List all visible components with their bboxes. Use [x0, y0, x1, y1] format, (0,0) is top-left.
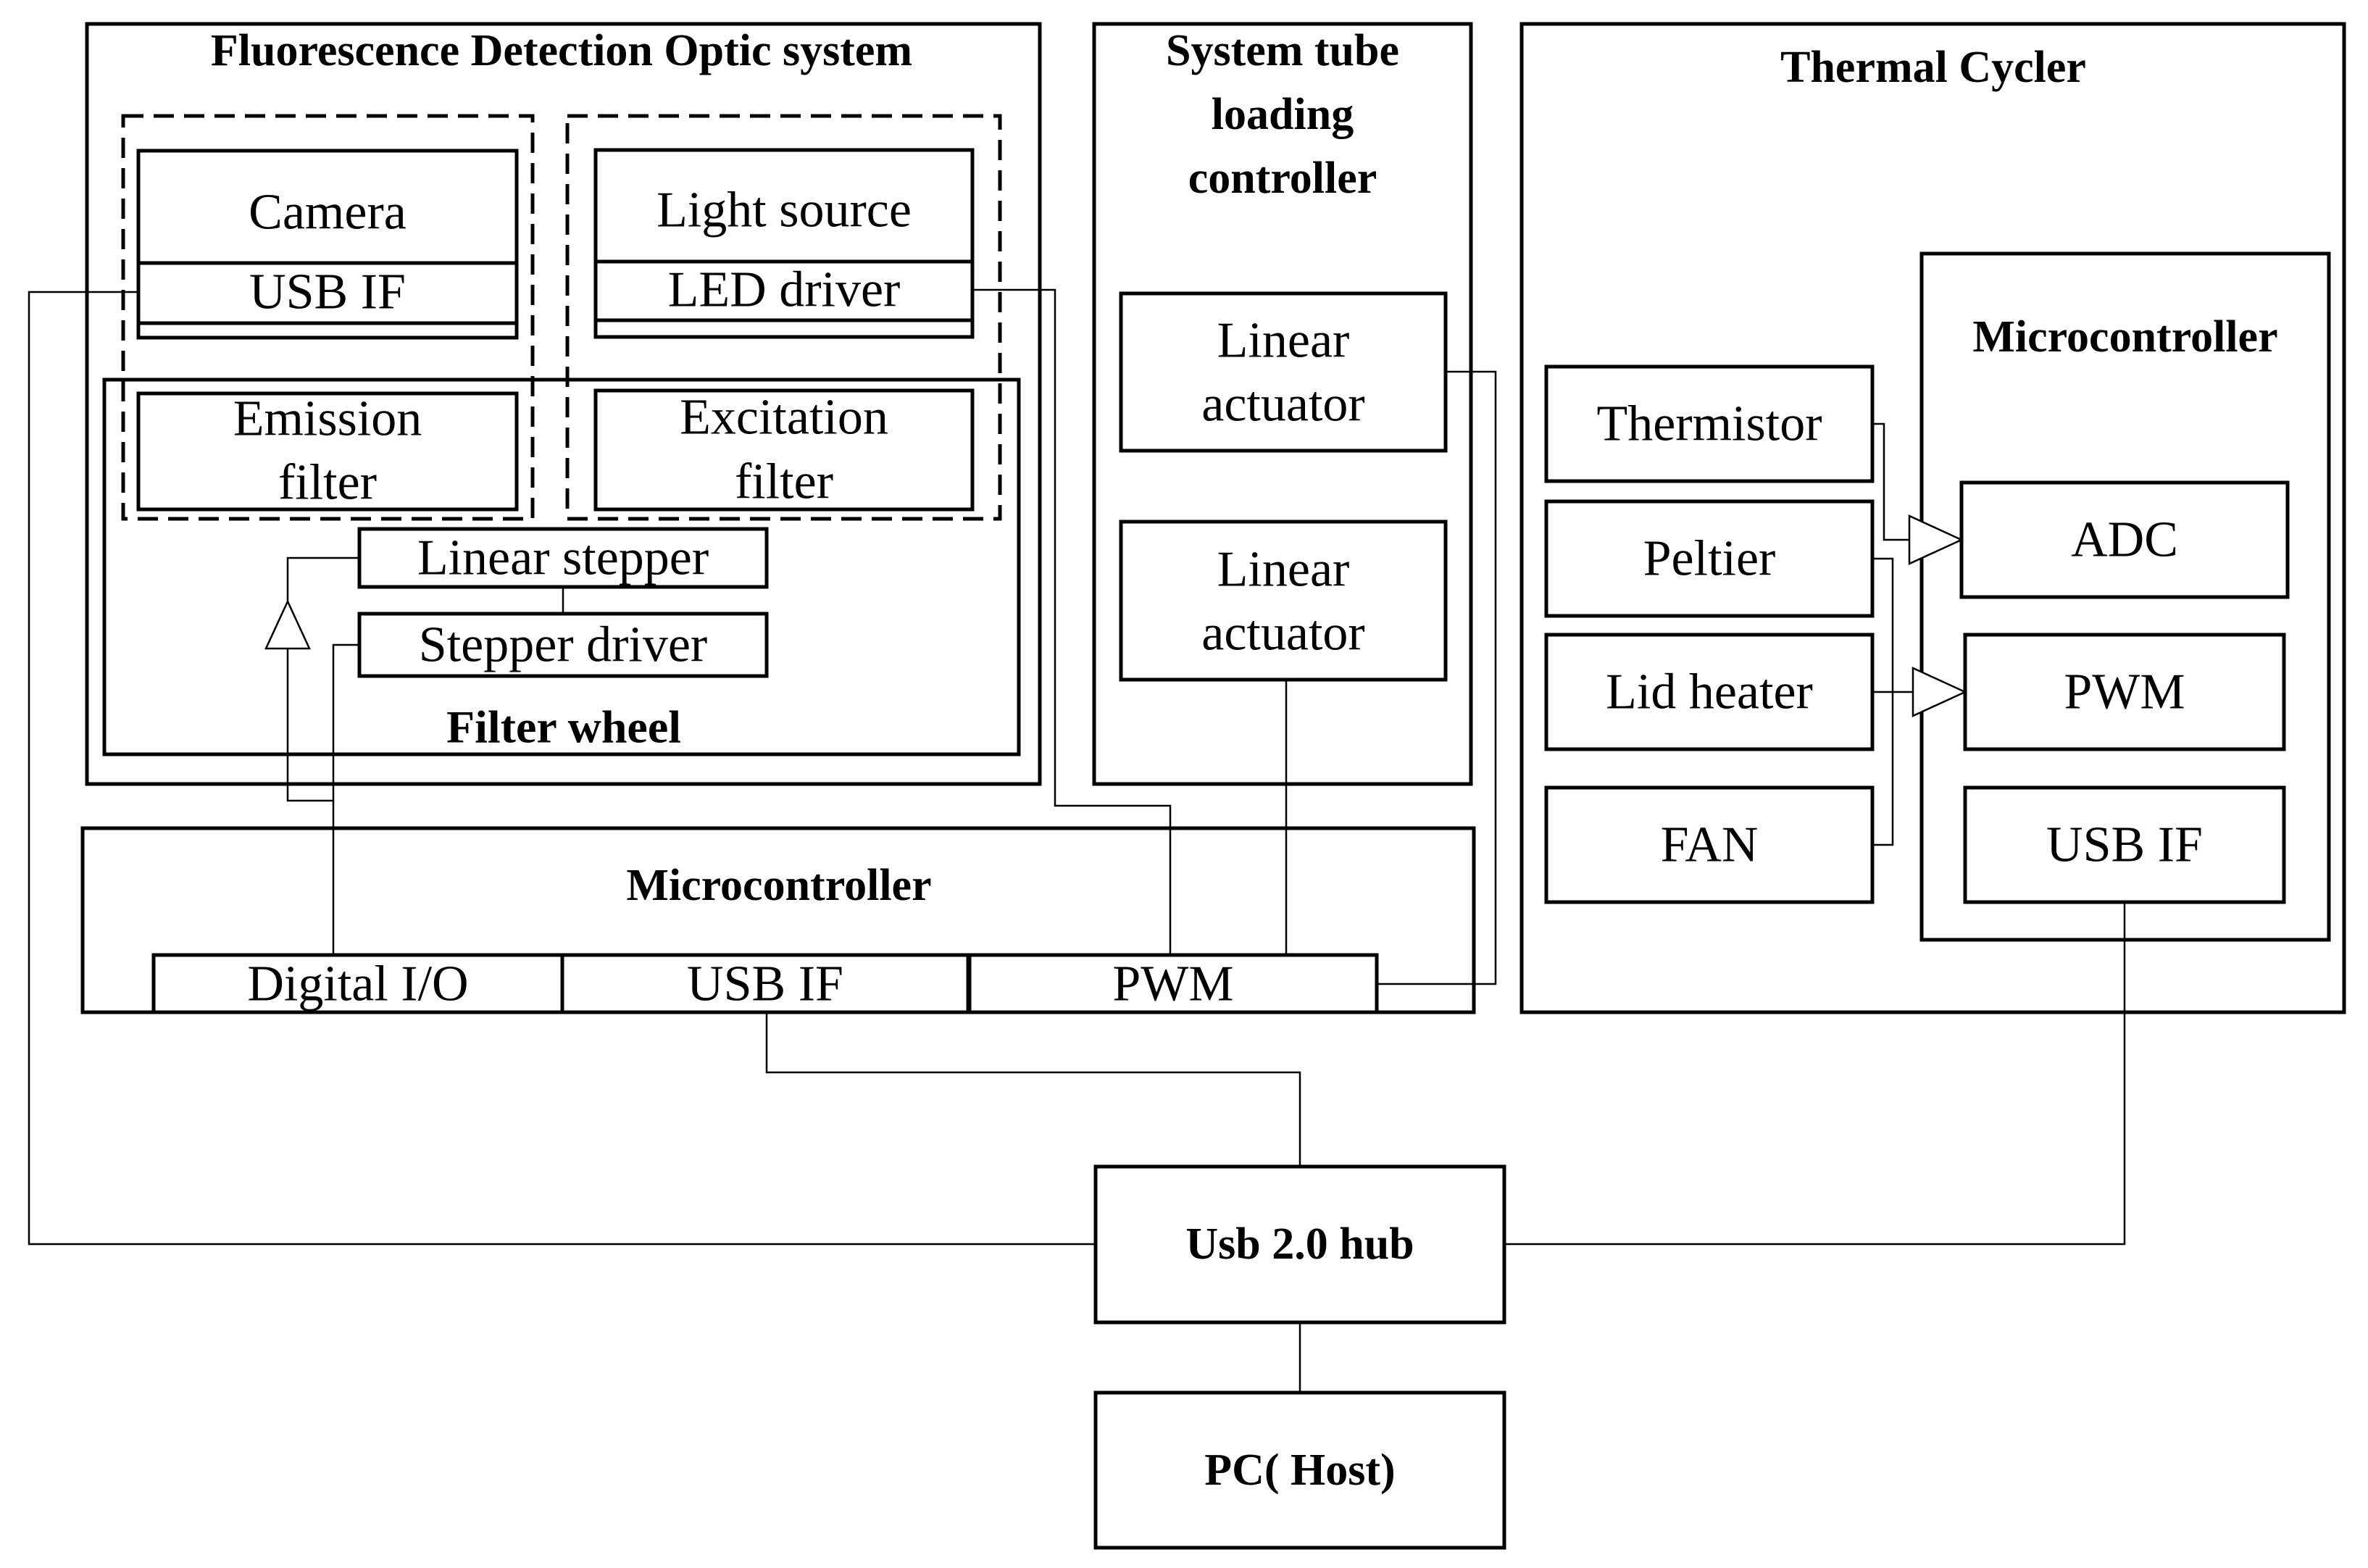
- camera-group-dashed: [121, 114, 535, 521]
- wire-main-usb-to-hub: [765, 1012, 1301, 1167]
- thermal-cycler-title: Thermal Cycler: [1780, 43, 2086, 92]
- tube-loading-controller: System tube loading controller Linear ac…: [1092, 22, 1473, 786]
- wire-digital-io-to-linear-stepper: [286, 649, 333, 802]
- thermistor-label: Thermistor: [1596, 396, 1822, 452]
- pc-host-label: PC( Host): [1204, 1446, 1395, 1495]
- camera-box: [136, 149, 519, 340]
- wire-actuator-1-to-pwm: [1377, 370, 1497, 985]
- tube-loading-title-line-3: controller: [1188, 154, 1377, 203]
- light-source-label: Light source: [656, 183, 912, 238]
- excitation-filter-line-2: filter: [735, 454, 833, 510]
- digital-io-box: [151, 953, 564, 1014]
- wire-linear-stepper-feedback: [286, 556, 359, 607]
- lid-heater-label: Lid heater: [1606, 664, 1813, 720]
- adc-label: ADC: [2071, 512, 2178, 568]
- thermal-usb-if-box: [1963, 785, 2286, 904]
- thermal-microcontroller-title: Microcontroller: [1972, 312, 2277, 362]
- emission-filter-box: [136, 391, 519, 512]
- fan-label: FAN: [1661, 817, 1759, 873]
- lid-heater-box: [1544, 633, 1875, 751]
- tube-loading-title-line-2: loading: [1212, 90, 1354, 139]
- filter-wheel-frame: [102, 378, 1021, 756]
- linear-actuator-1-line-2: actuator: [1201, 377, 1364, 433]
- pc-host: PC( Host): [1093, 1390, 1506, 1550]
- tube-loading-title-line-1: System tube: [1166, 26, 1399, 75]
- main-microcontroller: Microcontroller Digital I/O USB IF PWM: [80, 826, 1476, 1014]
- digital-io-label: Digital I/O: [247, 956, 468, 1012]
- buffer-triangle-stepper: [264, 599, 311, 650]
- pc-host-box: [1093, 1390, 1506, 1550]
- main-usb-if-label: USB IF: [687, 956, 843, 1012]
- fan-box: [1544, 785, 1875, 904]
- light-group-dashed: [565, 114, 1002, 521]
- thermal-usb-if-label: USB IF: [2046, 817, 2203, 873]
- stepper-driver-label: Stepper driver: [419, 617, 707, 673]
- usb-hub-label: Usb 2.0 hub: [1185, 1219, 1414, 1269]
- linear-actuator-2-line-2: actuator: [1201, 606, 1364, 662]
- thermal-pwm-box: [1963, 633, 2286, 751]
- fluorescence-optic-system-title: Fluorescence Detection Optic system: [211, 26, 912, 75]
- excitation-filter-box: [593, 388, 975, 512]
- wire-pwm-to-peltier: [1872, 557, 1894, 846]
- camera-usb-if-label: USB IF: [249, 264, 406, 320]
- wire-digital-io-to-stepper-driver: [332, 643, 359, 955]
- adc-box: [1959, 480, 2290, 599]
- fluorescence-optic-system: Fluorescence Detection Optic system Filt…: [85, 22, 1042, 786]
- main-pwm-label: PWM: [1112, 956, 1233, 1012]
- peltier-box: [1544, 499, 1875, 618]
- linear-actuator-2-line-1: Linear: [1217, 542, 1350, 598]
- linear-actuator-2-box: [1119, 520, 1448, 682]
- buffer-triangle-adc: [1908, 514, 1964, 565]
- wire-thermistor-to-adc: [1872, 422, 1909, 541]
- wire-camera-usb-to-hub: [28, 291, 1096, 1246]
- buffer-triangle-pwm: [1912, 667, 1968, 717]
- linear-stepper-label: Linear stepper: [417, 530, 709, 586]
- tube-loading-controller-frame: [1092, 22, 1473, 786]
- linear-actuator-1-box: [1119, 291, 1448, 453]
- main-pwm-box: [967, 953, 1379, 1014]
- fluorescence-optic-system-frame: [85, 22, 1042, 786]
- main-microcontroller-title: Microcontroller: [626, 861, 931, 910]
- thermal-cycler-frame: [1519, 22, 2346, 1014]
- wire-led-driver-to-pwm: [972, 288, 1172, 955]
- thermistor-box: [1544, 364, 1875, 483]
- light-source-divider: [596, 259, 972, 322]
- thermal-cycler: Thermal Cycler Thermistor Peltier Lid he…: [1519, 22, 2346, 1014]
- emission-filter-line-2: filter: [278, 455, 377, 511]
- camera-label: Camera: [249, 185, 407, 241]
- usb-hub: Usb 2.0 hub: [1093, 1164, 1506, 1325]
- stepper-driver-box: [357, 612, 769, 678]
- connections: [28, 288, 2126, 1393]
- light-source-box: [593, 148, 975, 339]
- emission-filter-line-1: Emission: [233, 391, 422, 447]
- filter-wheel-label: Filter wheel: [446, 701, 681, 753]
- linear-actuator-1-line-1: Linear: [1217, 313, 1350, 369]
- camera-divider: [138, 261, 517, 325]
- led-driver-label: LED driver: [668, 262, 901, 318]
- thermal-pwm-label: PWM: [2064, 664, 2185, 720]
- wire-thermal-usb-to-hub: [1504, 902, 2126, 1246]
- excitation-filter-line-1: Excitation: [680, 390, 888, 446]
- peltier-label: Peltier: [1643, 531, 1776, 587]
